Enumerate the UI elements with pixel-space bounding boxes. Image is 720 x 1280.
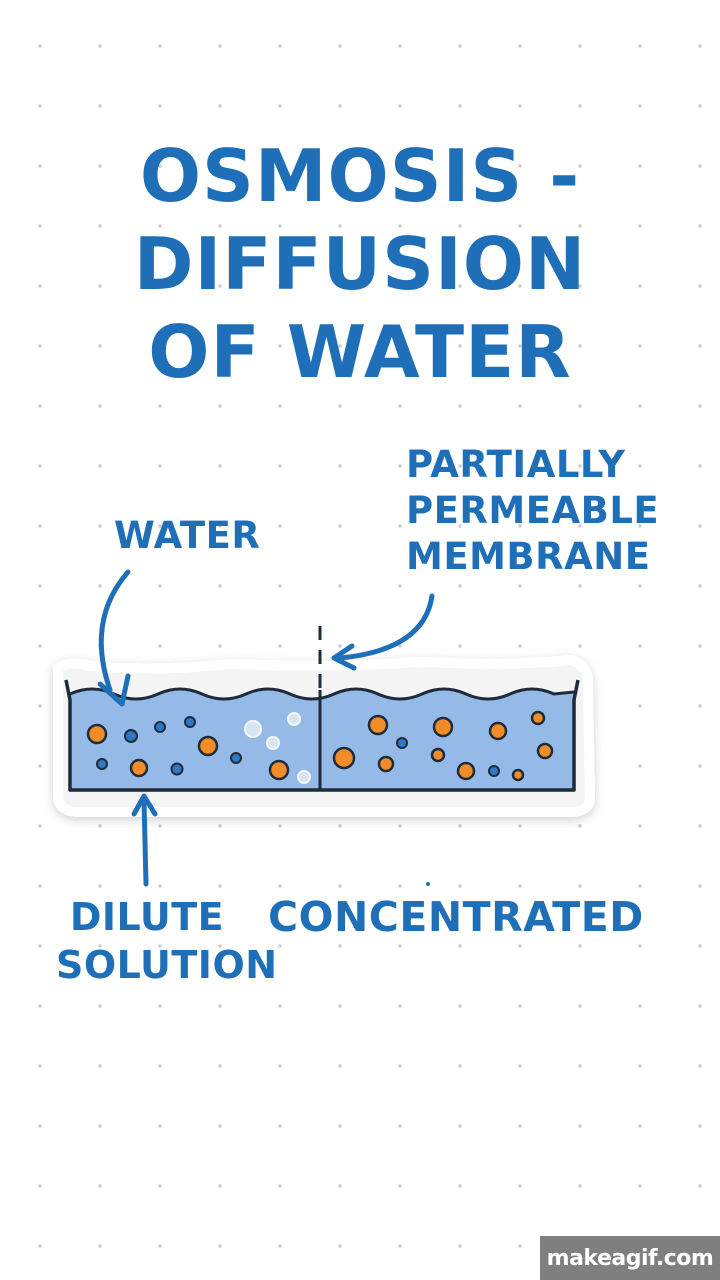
title-line-2: DIFFUSION — [133, 222, 587, 306]
membrane-label-line-3: MEMBRANE — [406, 535, 651, 578]
crossing-molecule — [244, 720, 262, 738]
water-body — [70, 689, 574, 790]
solute-particle — [488, 721, 508, 741]
watermark: makeagif.com — [540, 1236, 720, 1280]
arrow-to-membrane — [337, 593, 435, 661]
dilute-label-line-1: DILUTE — [69, 895, 225, 939]
arrow-to-membrane-head — [331, 643, 357, 671]
solute-particle — [86, 723, 108, 745]
solute-particle — [432, 716, 454, 738]
solute-particle — [530, 710, 546, 726]
solute-particle — [430, 747, 446, 763]
crossing-molecule — [287, 712, 301, 726]
arrow-to-dilute — [141, 797, 149, 887]
arrow-to-water — [98, 569, 131, 693]
water-molecule — [96, 758, 108, 770]
water-molecule — [230, 752, 242, 764]
solute-particle — [456, 761, 476, 781]
concentrated-dot — [426, 882, 430, 886]
diagram-title: OSMOSIS - DIFFUSION OF WATER — [0, 132, 720, 396]
water-molecule — [488, 765, 500, 777]
solute-particle — [268, 759, 290, 781]
crossing-molecule — [297, 770, 311, 784]
title-line-1: OSMOSIS - — [139, 134, 581, 218]
solute-particle — [197, 735, 219, 757]
solute-particle — [377, 755, 395, 773]
solute-particle — [332, 746, 356, 770]
solute-particles — [86, 710, 554, 782]
water-molecule — [396, 737, 408, 749]
water-molecule — [124, 729, 138, 743]
crossing-molecule — [266, 736, 280, 750]
container-outline — [64, 679, 580, 792]
solute-particle — [511, 768, 525, 782]
solute-particle — [536, 742, 554, 760]
label-concentrated: CONCENTRATED — [268, 893, 644, 941]
water-molecule — [170, 762, 184, 776]
label-water: WATER — [114, 514, 261, 557]
arrow-to-water-head — [97, 673, 131, 707]
water-molecule — [184, 716, 196, 728]
water-surface — [69, 687, 575, 701]
title-line-3: OF WATER — [148, 310, 572, 394]
water-molecule — [154, 721, 166, 733]
solute-particle — [367, 714, 389, 736]
crossing-molecules — [244, 712, 311, 784]
water-molecules — [96, 716, 500, 777]
arrow-to-dilute-head — [131, 793, 158, 817]
membrane-label-line-1: PARTIALLY — [406, 443, 626, 486]
solute-particle — [129, 758, 149, 778]
